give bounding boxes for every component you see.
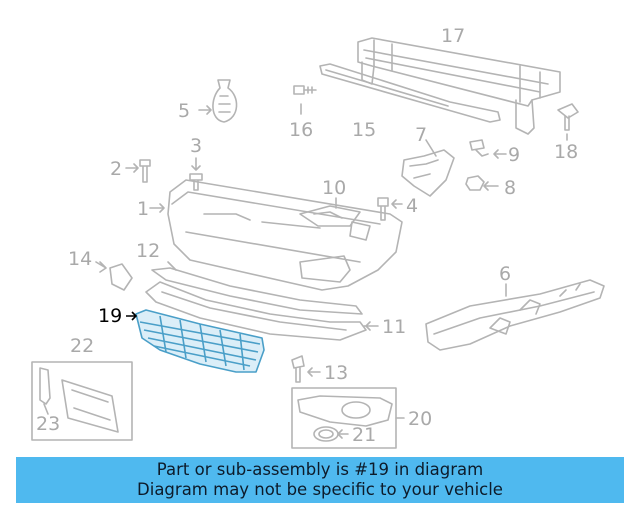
part-20-fog-bezel-group[interactable] — [291, 387, 405, 449]
label-5[interactable]: 5 — [178, 100, 190, 122]
part-14-side-bracket[interactable] — [95, 261, 133, 291]
label-13[interactable]: 13 — [324, 362, 348, 384]
part-labels: 1 2 3 4 5 6 7 8 9 10 11 12 13 14 15 16 1… — [36, 25, 578, 446]
banner-line-disclaimer: Diagram may not be specific to your vehi… — [137, 480, 503, 499]
label-14[interactable]: 14 — [68, 248, 92, 270]
label-7[interactable]: 7 — [415, 124, 427, 146]
label-2[interactable]: 2 — [110, 158, 122, 180]
part-9-screw[interactable] — [469, 139, 507, 159]
part-6-lower-absorber[interactable] — [425, 279, 605, 351]
label-15[interactable]: 15 — [352, 119, 376, 141]
part-22-license-bracket-group[interactable] — [31, 361, 133, 441]
label-12[interactable]: 12 — [136, 240, 160, 262]
label-18[interactable]: 18 — [554, 141, 578, 163]
label-11[interactable]: 11 — [382, 316, 406, 338]
label-10[interactable]: 10 — [322, 177, 346, 199]
part-5-socket[interactable] — [198, 79, 238, 123]
label-16[interactable]: 16 — [289, 119, 313, 141]
part-3-screw[interactable] — [189, 157, 203, 191]
label-22[interactable]: 22 — [70, 335, 94, 357]
label-6[interactable]: 6 — [499, 263, 511, 285]
part-12-lower-deflector[interactable] — [151, 261, 363, 315]
part-17-reinforcement-beam[interactable] — [357, 37, 561, 135]
label-3[interactable]: 3 — [190, 135, 202, 157]
part-19-lower-grille[interactable] — [135, 309, 265, 373]
label-23[interactable]: 23 — [36, 413, 60, 435]
part-10-bracket[interactable] — [299, 197, 361, 227]
part-18-bolt[interactable] — [557, 103, 579, 141]
info-banner: Part or sub-assembly is #19 in diagram D… — [16, 457, 624, 503]
label-21[interactable]: 21 — [352, 424, 376, 446]
part-7-mount-bracket[interactable] — [401, 139, 455, 197]
part-8-nut[interactable] — [465, 175, 499, 191]
label-4[interactable]: 4 — [406, 195, 418, 217]
part-4-bolt[interactable] — [377, 197, 403, 221]
part-15-absorber-strip[interactable] — [319, 63, 501, 123]
part-16-bolt[interactable] — [293, 85, 317, 115]
label-8[interactable]: 8 — [504, 177, 516, 199]
part-2-clip[interactable] — [125, 159, 151, 183]
label-17[interactable]: 17 — [441, 25, 465, 47]
part-19-arrow — [126, 311, 138, 321]
part-13-bolt[interactable] — [291, 355, 321, 383]
label-1[interactable]: 1 — [137, 198, 149, 220]
label-19[interactable]: 19 — [98, 305, 122, 327]
label-20[interactable]: 20 — [408, 408, 432, 430]
part-11-lower-lip[interactable] — [145, 281, 379, 341]
label-9[interactable]: 9 — [508, 144, 520, 166]
banner-line-part-number: Part or sub-assembly is #19 in diagram — [156, 460, 484, 479]
